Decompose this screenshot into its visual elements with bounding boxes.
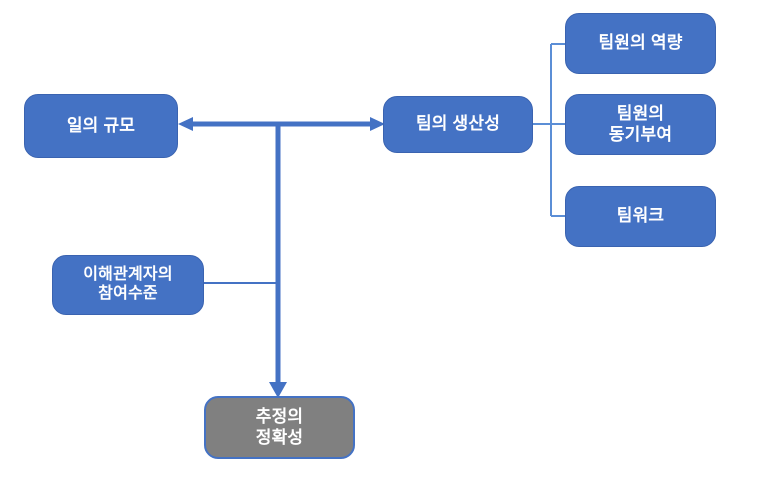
node-member-motivation[interactable]: 팀원의 동기부여 — [565, 94, 716, 155]
edge-work-scale-team-productivity — [178, 117, 385, 131]
node-estimate-accuracy[interactable]: 추정의 정확성 — [204, 396, 355, 459]
node-member-capability[interactable]: 팀원의 역량 — [565, 13, 716, 74]
node-work-scale[interactable]: 일의 규모 — [24, 94, 178, 158]
node-stakeholder-involvement[interactable]: 이해관계자의 참여수준 — [52, 255, 204, 315]
edge-bracket-team-productivity — [533, 43, 566, 217]
node-team-productivity[interactable]: 팀의 생산성 — [383, 96, 533, 153]
edge-trunk-to-estimate-accuracy — [269, 124, 287, 398]
node-teamwork[interactable]: 팀워크 — [565, 186, 716, 247]
